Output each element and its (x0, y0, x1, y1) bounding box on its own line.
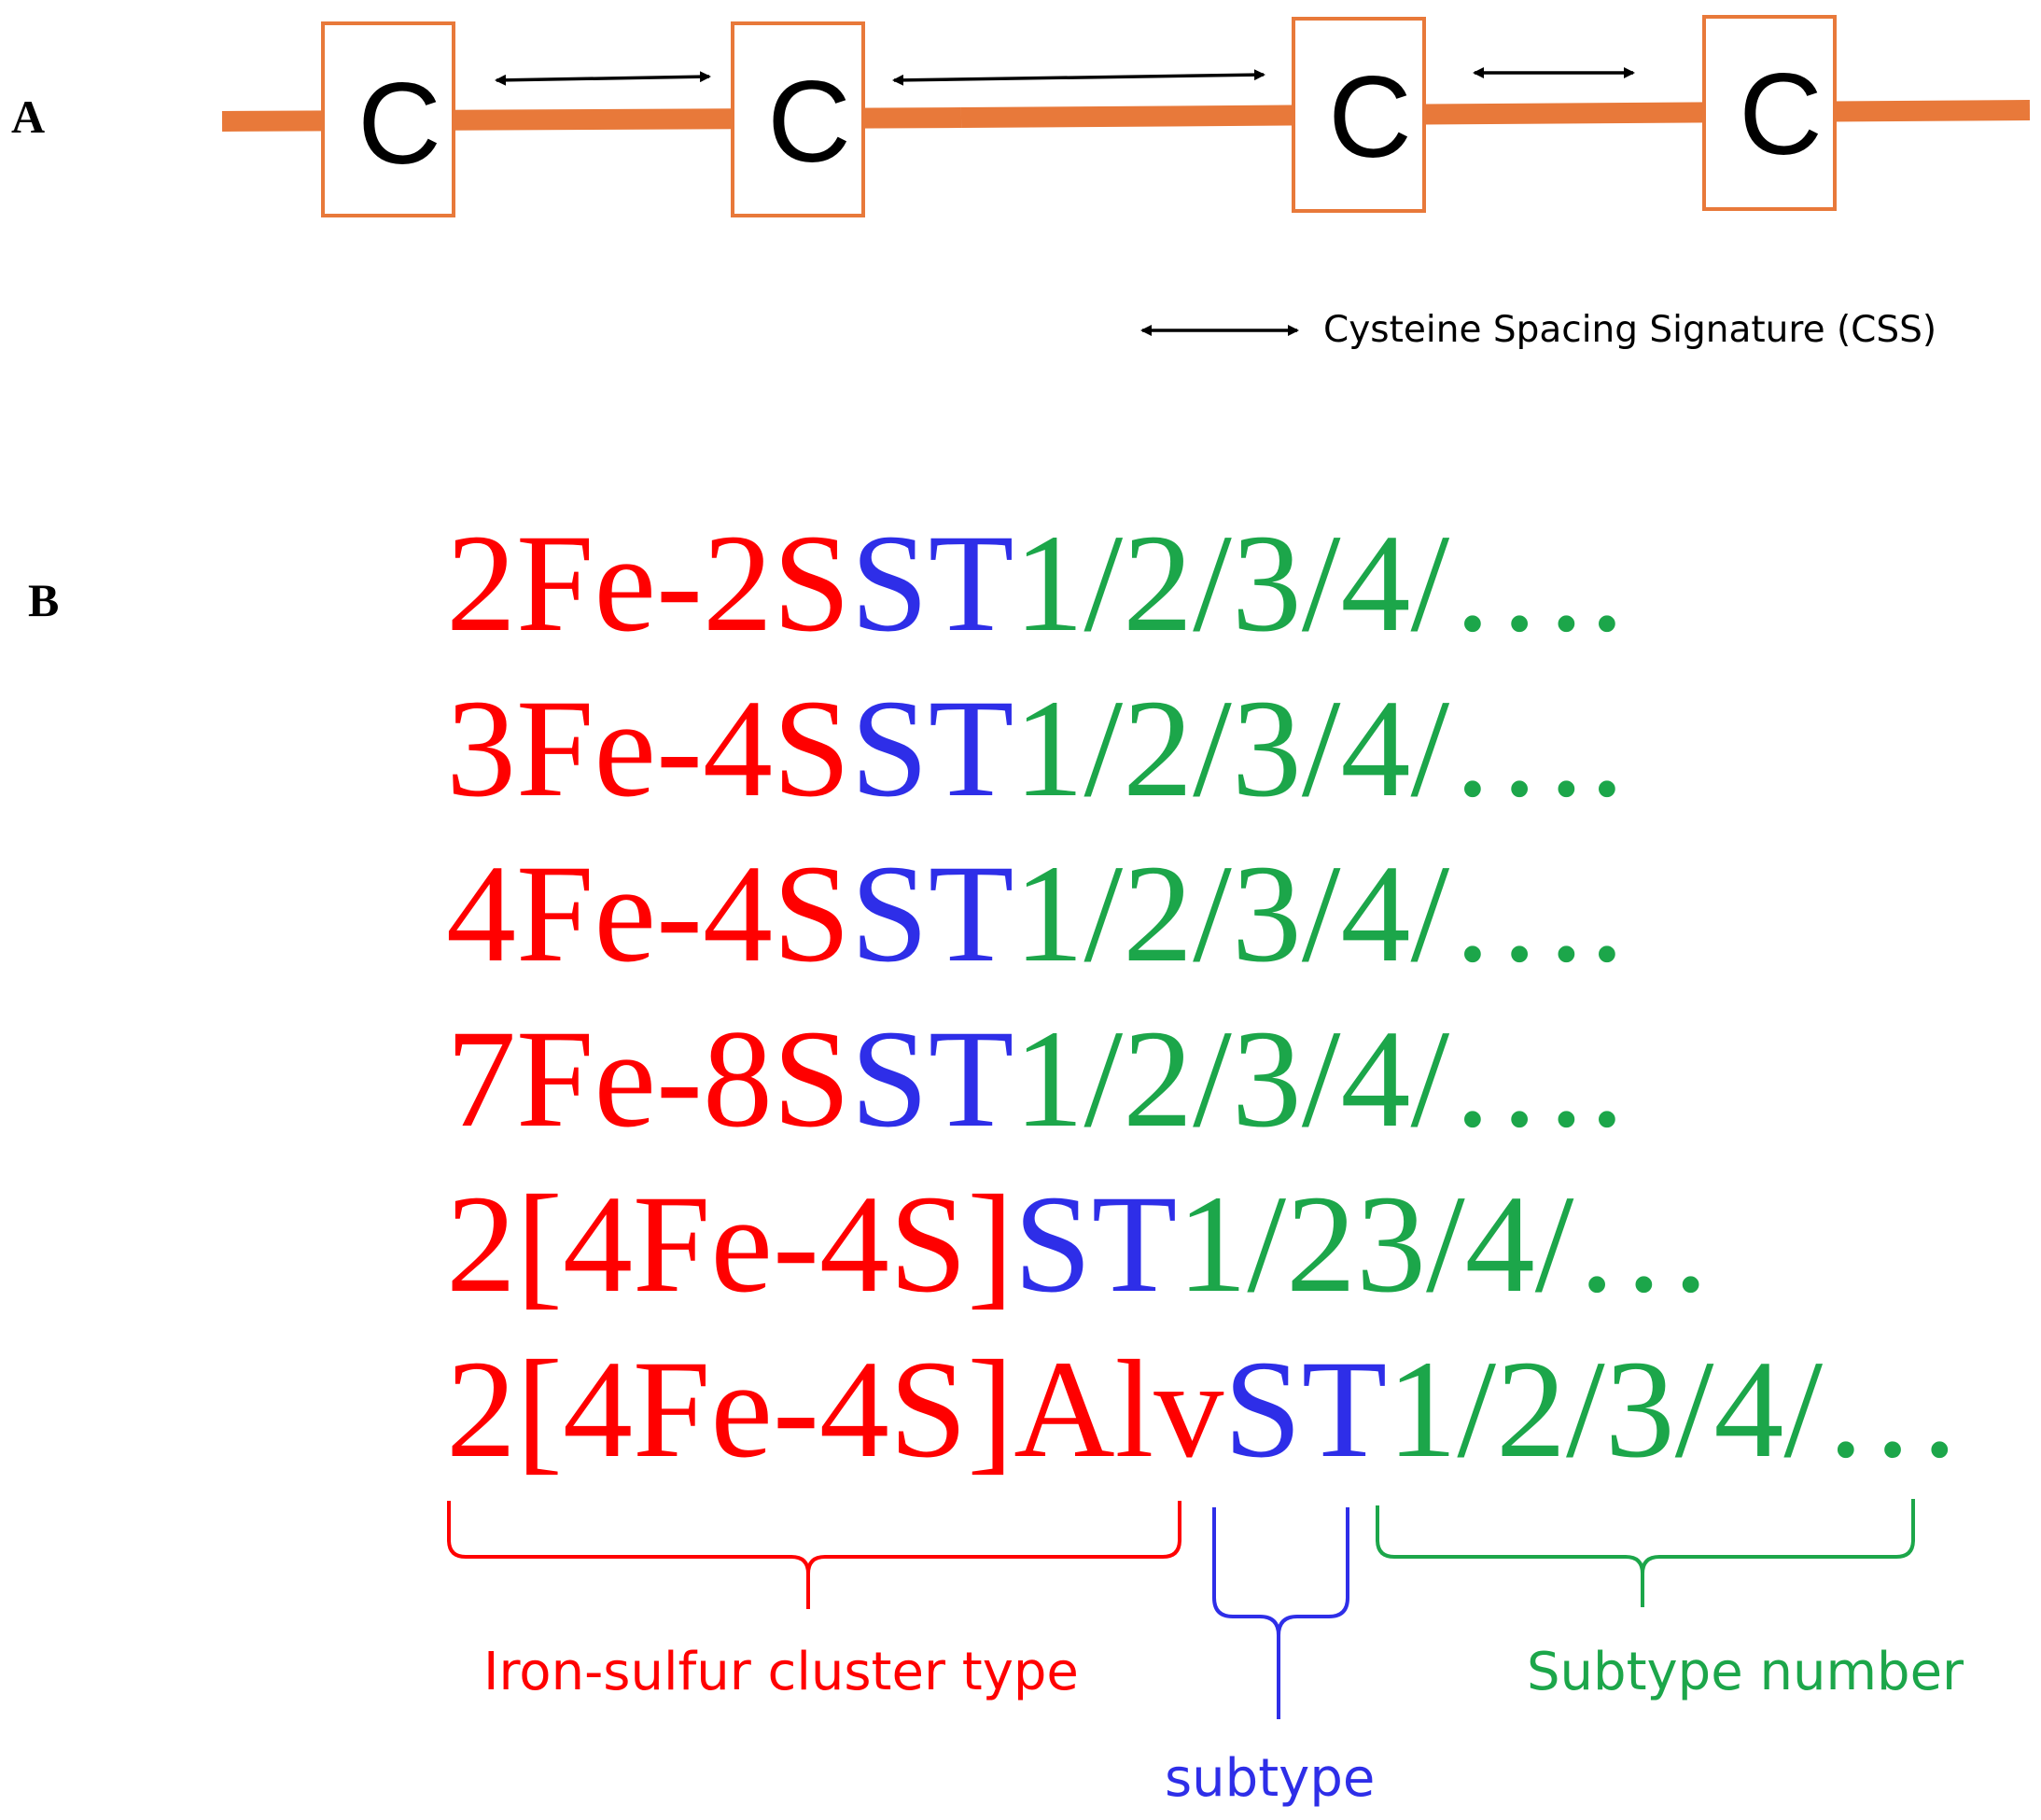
cysteine-letter: C (1739, 50, 1823, 179)
cluster-type-text: 2[4Fe-4S] (446, 1167, 1014, 1322)
cysteine-box (1702, 15, 1837, 211)
cluster-type-text: 7Fe-8S (446, 1001, 850, 1156)
subtype-number-label: Subtype number (1527, 1642, 1964, 1702)
subtype-number-text: 1/23/4/… (1177, 1167, 1713, 1322)
subtype-text: ST (850, 1001, 1014, 1156)
spacing-arrow-2-3 (892, 69, 1265, 86)
cluster-type-text: 4Fe-4S (446, 836, 850, 991)
subtype-text: ST (850, 671, 1014, 826)
subtype-text: ST (850, 836, 1014, 991)
nomenclature-row: 2Fe-2SST1/2/3/4/…. (446, 506, 1625, 661)
nomenclature-row: 3Fe-4SST1/2/3/4/…. (446, 671, 1625, 826)
cysteine-3: C (1292, 17, 1426, 213)
panel-label-a: A (11, 91, 45, 143)
cysteine-1: C (321, 21, 455, 217)
cysteine-box (731, 21, 865, 217)
subtype-number-text: 1/2/3/4/…. (1014, 1001, 1624, 1156)
cysteine-letter: C (1328, 53, 1412, 182)
legend-text: Cysteine Spacing Signature (CSS) (1323, 309, 1936, 351)
panel-label-b: B (28, 574, 59, 626)
chain-segment (960, 100, 2031, 128)
nomenclature-row: 7Fe-8SST1/2/3/4/…. (446, 1001, 1625, 1156)
subtype-number-text: 1/2/3/4/…. (1014, 671, 1624, 826)
subtype-number-text: 1/2/3/4/…. (1014, 836, 1624, 991)
cluster-type-label: Iron-sulfur cluster type (483, 1642, 1079, 1702)
cluster-type-text: 3Fe-4S (446, 671, 850, 826)
subtype-text: ST (1014, 1167, 1177, 1322)
cysteine-letter: C (767, 58, 851, 187)
nomenclature-row: 2[4Fe-4S]ST1/23/4/… (446, 1167, 1713, 1322)
nomenclature-rows: 2Fe-2SST1/2/3/4/…. 3Fe-4SST1/2/3/4/…. 4F… (446, 506, 1963, 1487)
cysteine-2: C (731, 21, 865, 217)
nomenclature-row: 2[4Fe-4S]AlvST1/2/3/4/… (446, 1332, 1963, 1487)
cluster-type-brace (447, 1501, 1181, 1609)
cysteine-4: C (1702, 15, 1837, 211)
subtype-brace (1212, 1507, 1349, 1719)
subtype-number-brace (1376, 1499, 1915, 1607)
cysteine-box (321, 21, 455, 217)
subtype-label: subtype (1165, 1748, 1375, 1809)
cysteine-letter: C (357, 60, 441, 189)
cysteine-box (1292, 17, 1426, 213)
subtype-text: ST (1223, 1332, 1387, 1487)
cluster-type-text: 2Fe-2S (446, 506, 850, 661)
subtype-number-text: 1/2/3/4/…. (1014, 506, 1624, 661)
cluster-type-text: 2[4Fe-4S]Alv (446, 1332, 1223, 1487)
subtype-text: ST (850, 506, 1014, 661)
spacing-arrow-1-2 (495, 71, 711, 86)
subtype-number-text: 1/2/3/4/… (1387, 1332, 1963, 1487)
nomenclature-row: 4Fe-4SST1/2/3/4/…. (446, 836, 1625, 991)
